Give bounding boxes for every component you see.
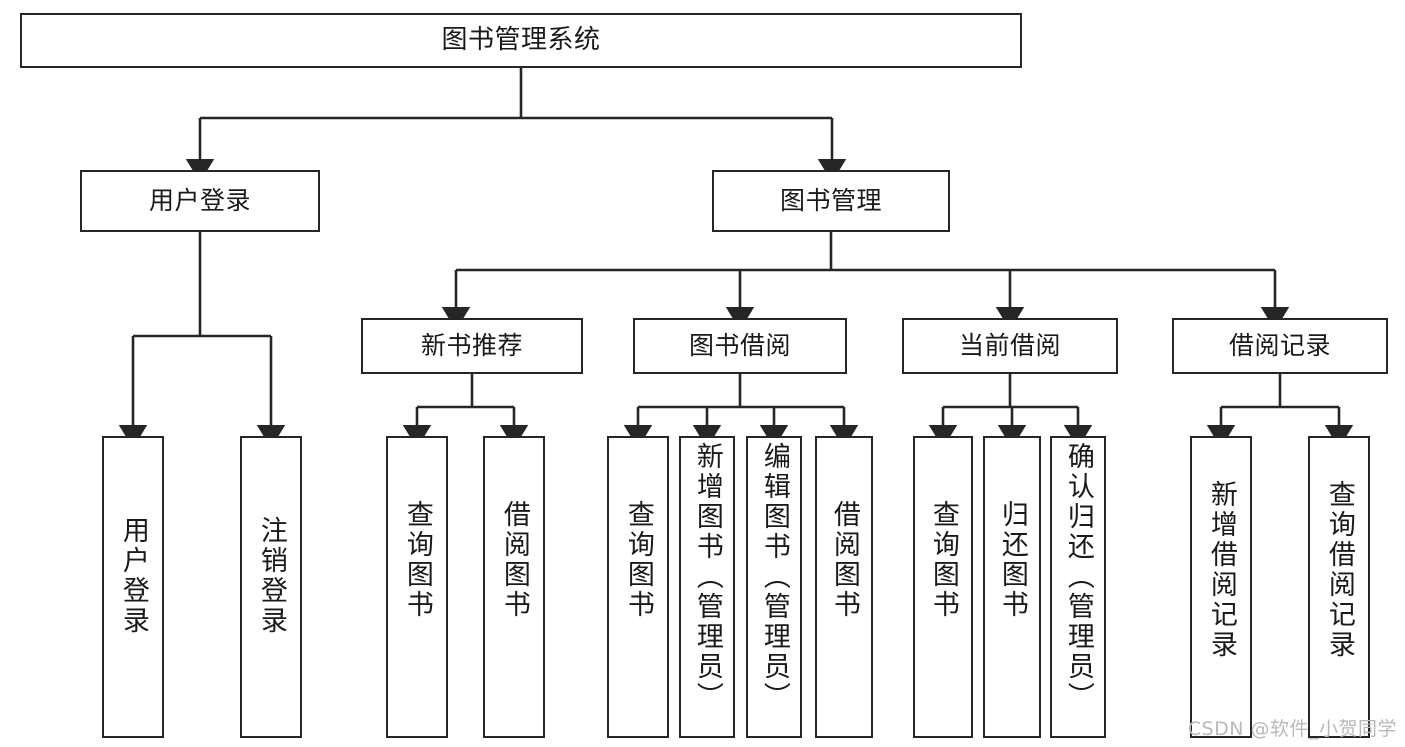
node-borrow-record[interactable]: 借阅记录 [1172,318,1388,374]
node-leaf-logout-label: 注销登录 [255,516,287,636]
node-leaf-confirm-return-label: 确认归还（管理员） [1062,442,1094,712]
node-book-manage[interactable]: 图书管理 [712,170,950,232]
node-leaf-edit-book[interactable]: 编辑图书（管理员） [746,436,802,738]
node-leaf-return-book[interactable]: 归还图书 [983,436,1041,738]
node-leaf-confirm-return[interactable]: 确认归还（管理员） [1050,436,1106,738]
node-leaf-add-book-label: 新增图书（管理员） [691,442,723,712]
node-leaf-borrow-book-2[interactable]: 借阅图书 [815,436,873,738]
node-leaf-query-book-2-label: 查询图书 [622,500,654,620]
node-current-borrow[interactable]: 当前借阅 [902,318,1118,374]
node-leaf-query-record-label: 查询借阅记录 [1323,480,1355,660]
node-root[interactable]: 图书管理系统 [20,13,1022,68]
node-book-manage-label: 图书管理 [779,186,882,216]
node-leaf-query-book-2[interactable]: 查询图书 [607,436,669,738]
node-leaf-add-book[interactable]: 新增图书（管理员） [679,436,735,738]
node-leaf-logout[interactable]: 注销登录 [240,436,302,738]
node-book-borrow-label: 图书借阅 [688,331,791,361]
node-leaf-borrow-book-1[interactable]: 借阅图书 [483,436,545,738]
node-leaf-query-record[interactable]: 查询借阅记录 [1308,436,1370,738]
node-leaf-return-book-label: 归还图书 [996,500,1028,620]
node-leaf-add-record-label: 新增借阅记录 [1205,480,1237,660]
node-new-book-rec-label: 新书推荐 [420,331,523,361]
node-leaf-edit-book-label: 编辑图书（管理员） [758,442,790,712]
node-leaf-borrow-book-2-label: 借阅图书 [828,500,860,620]
node-user-login-label: 用户登录 [148,186,251,216]
node-current-borrow-label: 当前借阅 [958,331,1061,361]
node-leaf-borrow-book-1-label: 借阅图书 [498,500,530,620]
node-book-borrow[interactable]: 图书借阅 [633,318,847,374]
node-new-book-rec[interactable]: 新书推荐 [361,318,583,374]
node-user-login[interactable]: 用户登录 [80,170,320,232]
node-leaf-user-login[interactable]: 用户登录 [102,436,164,738]
node-leaf-query-book-1-label: 查询图书 [401,500,433,620]
node-leaf-query-book-3-label: 查询图书 [927,500,959,620]
node-leaf-user-login-label: 用户登录 [117,516,149,636]
node-borrow-record-label: 借阅记录 [1228,331,1331,361]
node-leaf-add-record[interactable]: 新增借阅记录 [1190,436,1252,738]
node-leaf-query-book-1[interactable]: 查询图书 [386,436,448,738]
node-leaf-query-book-3[interactable]: 查询图书 [913,436,973,738]
node-root-label: 图书管理系统 [441,25,601,56]
csdn-watermark: CSDN @软件_小贺同学 [1187,718,1397,740]
